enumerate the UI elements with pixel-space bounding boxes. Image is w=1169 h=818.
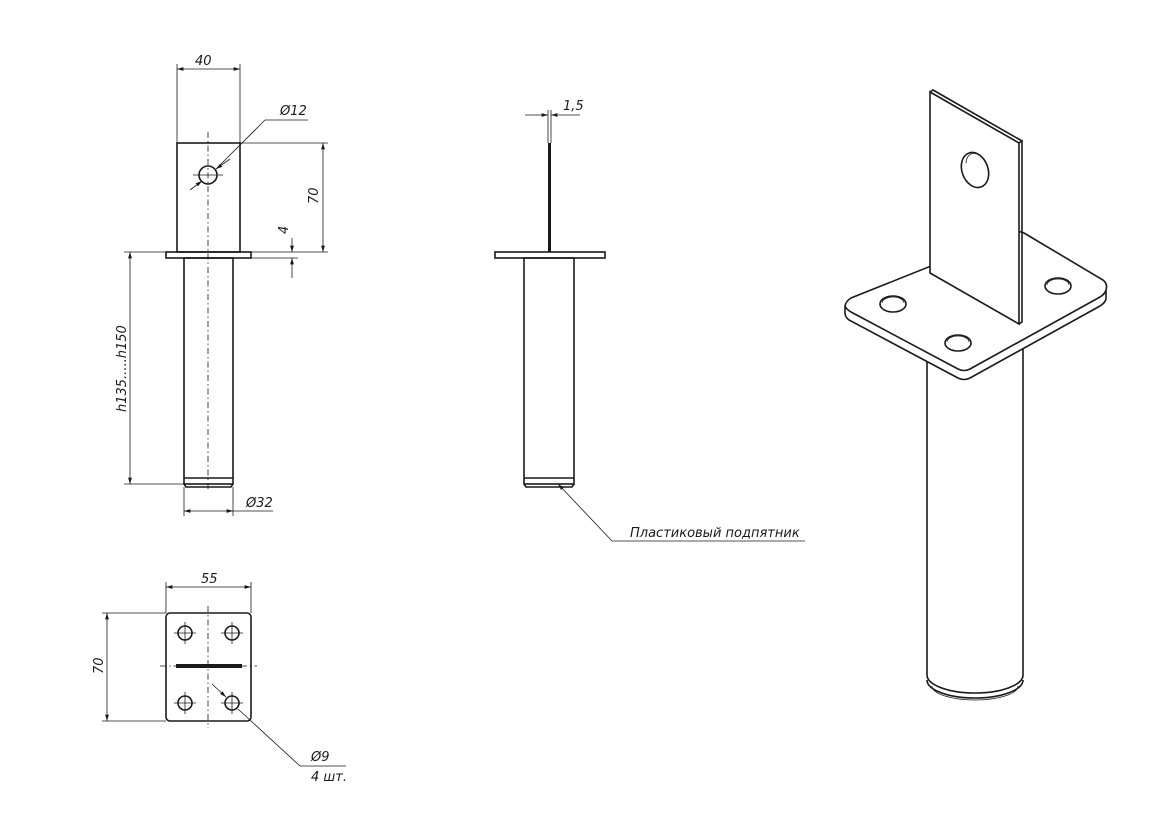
dim-plate-length: 70 (92, 657, 107, 674)
side-base-plate (494, 251, 606, 259)
side-tab (548, 143, 551, 252)
dim-tab-width: 40 (195, 54, 212, 69)
top-hole-1 (174, 622, 196, 644)
dim-post-height: h135.....h150 (115, 325, 130, 412)
top-tab (176, 664, 242, 668)
front-tab (176, 142, 241, 253)
label-plastic-foot: Пластиковый подпятник (630, 526, 800, 541)
iso-plate-hole-2 (1044, 277, 1072, 295)
side-view: 1,5 Пластиковый подпятник (494, 99, 805, 542)
iso-plate-hole-3 (944, 334, 972, 352)
dim-plate-hole-count: 4 шт. (311, 770, 347, 785)
dim-plate-thickness: 4 (277, 226, 292, 234)
top-hole-2 (221, 622, 243, 644)
dim-plate-hole-diameter: Ø9 (310, 750, 330, 765)
top-hole-3 (174, 692, 196, 714)
top-view: 55 70 Ø9 4 шт. (92, 572, 347, 785)
front-post (183, 257, 234, 485)
iso-plate-hole-1 (879, 295, 907, 313)
iso-tab-hole (960, 151, 990, 189)
dim-tab-thickness: 1,5 (563, 99, 584, 114)
isometric-view (844, 89, 1108, 701)
dim-plate-width: 55 (201, 572, 218, 587)
dim-tab-height: 70 (307, 187, 322, 204)
top-hole-4 (221, 692, 243, 714)
side-post (523, 257, 575, 485)
iso-post (926, 340, 1024, 694)
dim-hole-diameter: Ø12 (279, 104, 307, 119)
dim-post-diameter: Ø32 (245, 496, 273, 511)
front-base-plate (165, 251, 252, 259)
front-view: 40 Ø12 70 4 h135.....h150 Ø32 (115, 54, 328, 516)
top-base-plate (165, 612, 252, 722)
